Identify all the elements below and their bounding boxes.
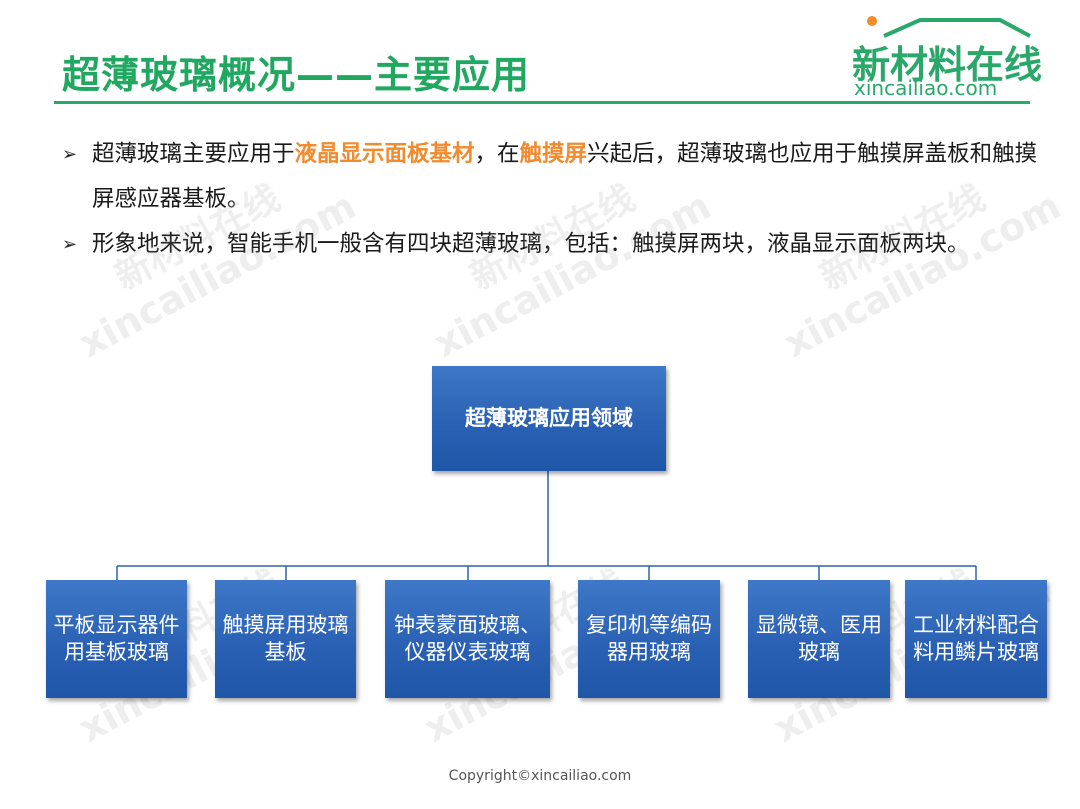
root-node-label: 超薄玻璃应用领域 (465, 406, 633, 430)
bullet-1-text-b: ，在 (474, 141, 520, 167)
copyright-footer: Copyright©xincailiao.com (448, 768, 632, 784)
child-node-5-line2: 玻璃 (798, 640, 840, 664)
bullet-item-2: ➢ 形象地来说，智能手机一般含有四块超薄玻璃，包括：触摸屏两块，液晶显示面板两块… (62, 222, 1047, 267)
arrow-bullet-icon: ➢ (62, 144, 78, 165)
bullet-item-1: ➢ 超薄玻璃主要应用于液晶显示面板基材，在触摸屏兴起后，超薄玻璃也应用于触摸屏盖… (62, 132, 1047, 222)
root-node: 超薄玻璃应用领域 (432, 366, 666, 471)
page-title: 超薄玻璃概况——主要应用 (62, 53, 531, 97)
title-divider (54, 101, 1030, 104)
bullet-1-highlight-lcd: 液晶显示面板基材 (294, 141, 475, 167)
child-node-4-line2: 器用玻璃 (607, 640, 691, 664)
bullet-2-text: 形象地来说，智能手机一般含有四块超薄玻璃，包括：触摸屏两块，液晶显示面板两块。 (92, 231, 970, 257)
child-node-6-line2: 料用鳞片玻璃 (913, 640, 1039, 664)
bullet-1-highlight-touch: 触摸屏 (519, 141, 588, 167)
child-node-3-line2: 仪器仪表玻璃 (404, 640, 531, 664)
child-node-6-line1: 工业材料配合 (913, 613, 1039, 637)
child-node-1-line2: 用基板玻璃 (64, 640, 169, 664)
child-node-5-line1: 显微镜、医用 (756, 613, 882, 637)
logo-url-text: xincailiao.com (854, 76, 998, 100)
child-node-4: 复印机等编码器用玻璃 (578, 580, 720, 698)
arrow-bullet-icon: ➢ (62, 234, 78, 255)
child-node-3: 钟表蒙面玻璃、仪器仪表玻璃 (385, 580, 550, 698)
child-node-5: 显微镜、医用玻璃 (748, 580, 890, 698)
bullet-1-text-a: 超薄玻璃主要应用于 (92, 141, 295, 167)
house-roof-icon (867, 16, 1031, 38)
bullet-1-text-c: 兴起后，超薄玻璃也应用于触摸屏盖板和触摸屏感应器基板。 (92, 141, 1038, 212)
logo-chinese-text: 新材料在线 (852, 43, 1043, 87)
child-node-1: 平板显示器件用基板玻璃 (46, 580, 187, 698)
child-node-3-line1: 钟表蒙面玻璃、 (394, 613, 541, 637)
child-node-4-line1: 复印机等编码 (586, 613, 712, 637)
child-node-2-line1: 触摸屏用玻璃 (222, 613, 349, 637)
child-node-2-line2: 基板 (264, 640, 307, 664)
child-node-1-line1: 平板显示器件 (53, 613, 180, 637)
brand-logo: 新材料在线 xincailiao.com (850, 14, 1042, 100)
child-node-6: 工业材料配合料用鳞片玻璃 (905, 580, 1047, 698)
child-node-2: 触摸屏用玻璃基板 (215, 580, 356, 698)
bullet-list: ➢ 超薄玻璃主要应用于液晶显示面板基材，在触摸屏兴起后，超薄玻璃也应用于触摸屏盖… (62, 132, 1047, 267)
